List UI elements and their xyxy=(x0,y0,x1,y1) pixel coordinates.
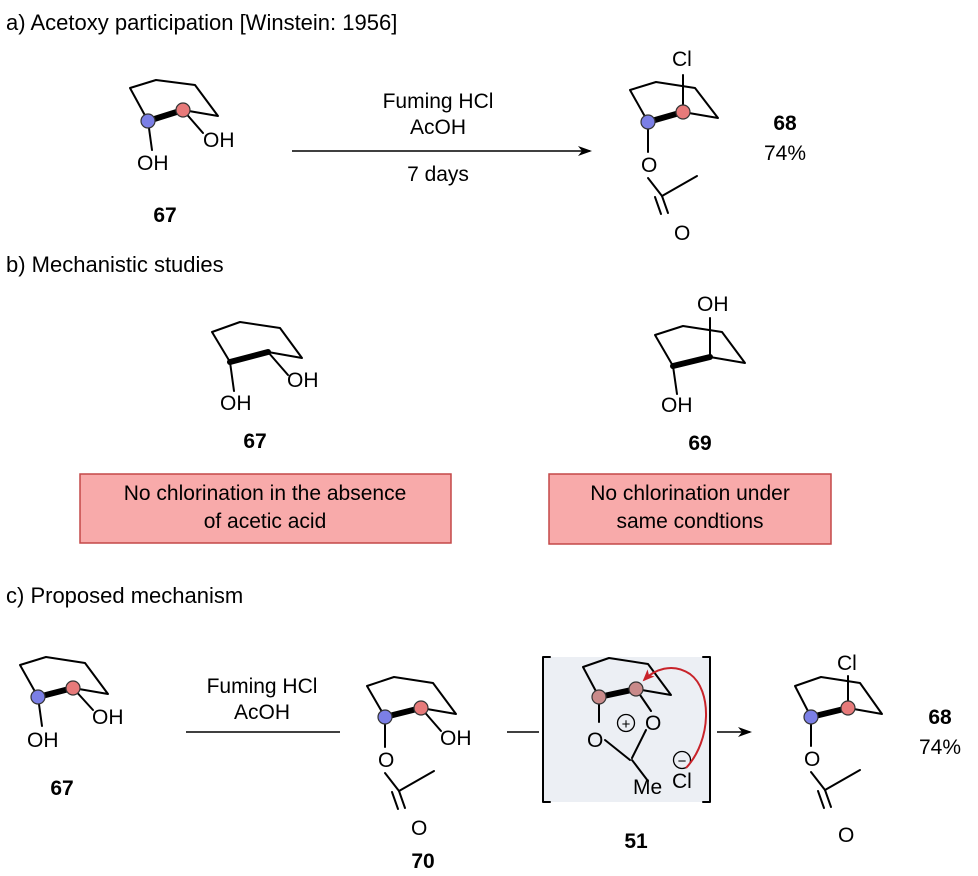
section-a-header: a) Acetoxy participation [Winstein: 1956… xyxy=(6,10,397,35)
note-text: No chlorination in the absence xyxy=(124,482,407,505)
stereocenter-blue xyxy=(30,689,46,705)
yield-68: 74% xyxy=(764,142,806,165)
compound-number-68: 68 xyxy=(928,706,952,729)
stereocenter xyxy=(591,689,607,705)
atom-cl: Cl xyxy=(672,48,692,71)
stereocenter-red xyxy=(840,700,856,716)
stereocenter-red xyxy=(175,102,191,118)
note-text: of acetic acid xyxy=(204,510,327,533)
stereocenter-red xyxy=(413,700,429,716)
atom-o: O xyxy=(587,729,603,752)
positive-charge-icon xyxy=(616,713,636,733)
note-text: No chlorination under xyxy=(590,482,790,505)
molecule-70: OH O O 70 xyxy=(366,676,472,873)
compound-number-68: 68 xyxy=(773,112,797,135)
compound-number-70: 70 xyxy=(411,850,434,873)
molecule-67-b: OH OH 67 xyxy=(211,321,319,453)
charge-plus: + xyxy=(622,716,631,733)
stereocenter-blue xyxy=(377,709,393,725)
atom-oh: OH xyxy=(92,706,124,729)
atom-oh: OH xyxy=(203,129,235,152)
reagent-acoh: AcOH xyxy=(234,701,290,724)
reaction-line-c: Fuming HCl AcOH xyxy=(186,675,340,733)
atom-oh: OH xyxy=(220,392,252,415)
reagent-acoh: AcOH xyxy=(410,116,466,139)
atom-cl: Cl xyxy=(672,770,692,793)
atom-o: O xyxy=(804,748,820,771)
stereocenter-blue xyxy=(803,709,819,725)
atom-o: O xyxy=(641,154,657,177)
atom-cl: Cl xyxy=(837,652,857,675)
compound-number-67: 67 xyxy=(153,204,176,227)
negative-charge-icon xyxy=(672,750,692,770)
note-box-same-conditions: No chlorination under same condtions xyxy=(548,473,832,545)
molecule-69: OH OH 69 xyxy=(654,293,746,455)
atom-o: O xyxy=(645,712,661,735)
atom-oh: OH xyxy=(661,394,693,417)
section-b-header: b) Mechanistic studies xyxy=(6,252,224,277)
charge-minus: − xyxy=(678,753,687,770)
atom-oh: OH xyxy=(440,727,472,750)
left-bracket xyxy=(542,656,551,803)
molecule-68-a: Cl O O 68 74% xyxy=(629,48,806,245)
stereocenter-red xyxy=(65,680,81,696)
intermediate-51: O O + Me − Cl 51 xyxy=(542,656,711,853)
compound-number-67: 67 xyxy=(50,777,73,800)
yield-68: 74% xyxy=(919,736,961,759)
reagent-fuming-hcl: Fuming HCl xyxy=(207,675,318,698)
molecule-68-c: Cl O O 68 74% xyxy=(794,652,961,847)
atom-oh: OH xyxy=(697,293,729,316)
molecule-67-a: OH OH 67 xyxy=(129,79,235,227)
atom-o: O xyxy=(674,222,690,245)
compound-number-51: 51 xyxy=(624,830,648,853)
stereocenter-blue xyxy=(640,114,656,130)
reagent-fuming-hcl: Fuming HCl xyxy=(383,90,494,113)
stereocenter xyxy=(628,681,644,697)
compound-number-69: 69 xyxy=(688,432,711,455)
molecule-67-c: OH OH 67 xyxy=(19,656,124,800)
section-c-header: c) Proposed mechanism xyxy=(6,583,243,608)
compound-number-67: 67 xyxy=(243,430,266,453)
stereocenter-blue xyxy=(140,113,156,129)
intermediate-background xyxy=(543,657,710,802)
atom-o: O xyxy=(378,749,394,772)
reaction-time: 7 days xyxy=(407,163,469,186)
note-box-no-acetic-acid: No chlorination in the absence of acetic… xyxy=(79,473,452,544)
atom-oh: OH xyxy=(27,729,59,752)
right-bracket xyxy=(702,656,711,803)
atom-o: O xyxy=(838,824,854,847)
stereocenter-red xyxy=(675,104,691,120)
note-text: same condtions xyxy=(616,510,763,533)
atom-oh: OH xyxy=(137,152,169,175)
atom-oh: OH xyxy=(287,369,319,392)
atom-me: Me xyxy=(633,776,662,799)
reaction-arrow-a: Fuming HCl AcOH 7 days xyxy=(292,90,592,186)
atom-o: O xyxy=(411,817,427,840)
curved-arrow-icon xyxy=(642,666,707,769)
